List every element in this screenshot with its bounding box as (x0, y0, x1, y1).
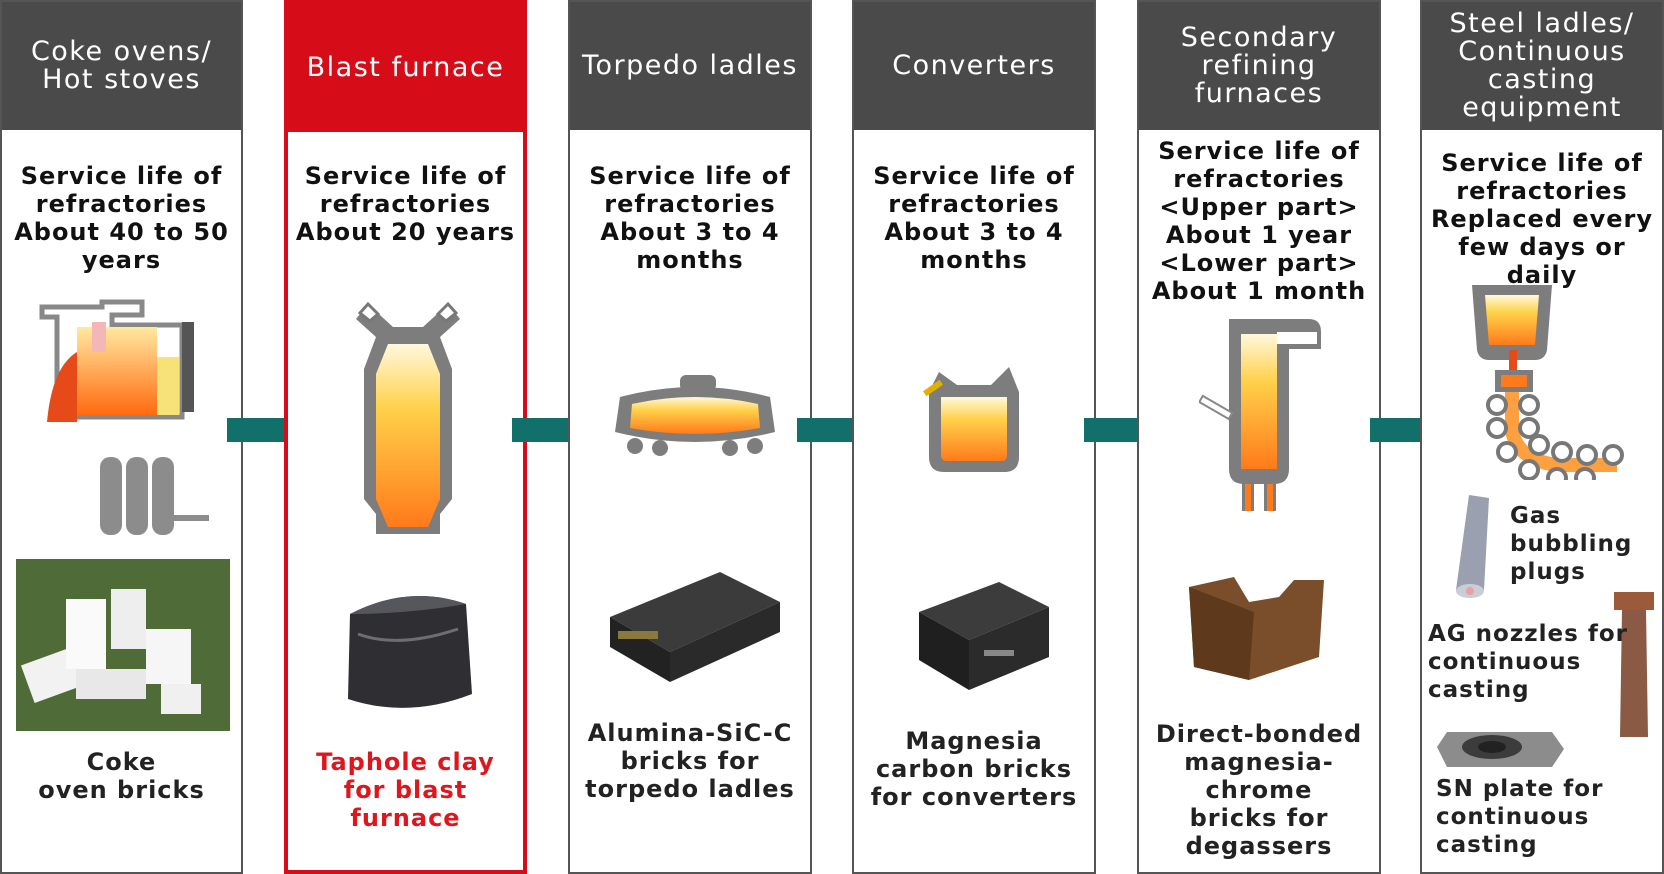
product-label: Alumina-SiC-C bricks for torpedo ladles (585, 719, 795, 803)
degasser-illustration (1199, 319, 1321, 511)
ag-nozzles-label: AG nozzles for continuous casting (1428, 621, 1628, 703)
gas-bubbling-plugs-label: Gas bubbling plugs (1510, 503, 1633, 585)
continuous-casting-illustration (1472, 285, 1624, 480)
stage-title: Coke ovens/ Hot stoves (2, 2, 241, 130)
stage-title: Steel ladles/ Continuous casting equipme… (1422, 2, 1662, 130)
stage-title: Torpedo ladles (570, 2, 810, 130)
stage-secondary-refining: Secondary refining furnaces Service life… (1137, 0, 1381, 874)
service-life-text: Service life of refractories <Upper part… (1151, 137, 1367, 305)
stage-torpedo-ladles: Torpedo ladles Service life of refractor… (568, 0, 812, 874)
stage-title: Converters (854, 2, 1094, 130)
stage-blast-furnace: Blast furnace Service life of refractori… (284, 0, 527, 874)
sn-plate-label: SN plate for continuous casting (1436, 776, 1604, 858)
torpedo-ladle-illustration (615, 375, 775, 456)
product-label: Direct-bonded magnesia-chrome bricks for… (1155, 720, 1363, 860)
stage-title: Secondary refining furnaces (1139, 2, 1379, 130)
service-life-text: Service life of refractories About 20 ye… (295, 162, 516, 246)
stage-title: Blast furnace (288, 4, 523, 132)
sn-plate-photo (1437, 732, 1564, 767)
product-label: Coke oven bricks (38, 748, 205, 804)
stage-coke-ovens: Coke ovens/ Hot stoves Service life of r… (0, 0, 243, 874)
product-label: Taphole clay for blast furnace (316, 748, 495, 832)
alumina-sic-c-brick-photo (610, 572, 780, 682)
ag-nozzle-photo (1614, 592, 1654, 737)
coke-oven-bricks-photo (16, 559, 230, 731)
service-life-text: Service life of refractories About 3 to … (589, 162, 791, 274)
magnesia-chrome-brick-photo (1189, 577, 1324, 680)
magnesia-carbon-brick-photo (919, 582, 1049, 690)
gas-bubbling-plug-photo (1456, 495, 1489, 598)
coke-oven-illustration (39, 299, 209, 535)
stage-steel-ladles: Steel ladles/ Continuous casting equipme… (1420, 0, 1664, 874)
service-life-text: Service life of refractories About 3 to … (873, 162, 1075, 274)
taphole-clay-photo (348, 596, 472, 708)
service-life-text: Service life of refractories About 40 to… (14, 162, 229, 274)
stage-converters: Converters Service life of refractories … (852, 0, 1096, 874)
product-label: Magnesia carbon bricks for converters (870, 727, 1078, 811)
service-life-text: Service life of refractories Replaced ev… (1430, 149, 1654, 289)
converter-illustration (923, 367, 1019, 472)
blast-furnace-illustration (356, 301, 460, 534)
